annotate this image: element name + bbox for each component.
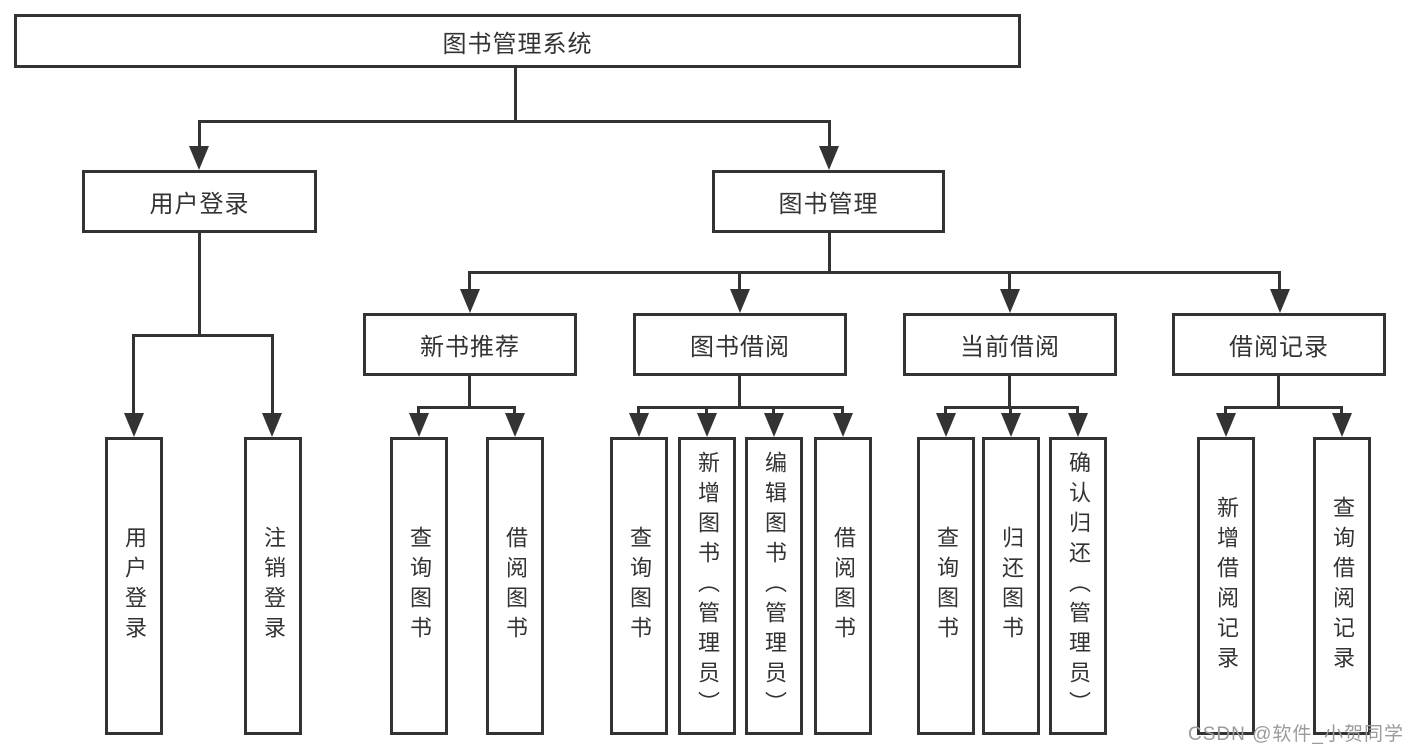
connector-drop bbox=[417, 406, 420, 415]
leaf-confirm-return-admin: 确认归还（管理员） bbox=[1049, 437, 1107, 735]
connector-drop bbox=[468, 271, 471, 291]
connector-drop bbox=[841, 406, 844, 415]
arrowhead bbox=[764, 413, 784, 437]
leaf-query-borrow-record: 查询借阅记录 bbox=[1313, 437, 1371, 735]
arrowhead bbox=[460, 289, 480, 313]
node-label: 用户登录 bbox=[149, 191, 250, 218]
node-label: 查询图书 bbox=[407, 526, 432, 646]
node-root-system: 图书管理系统 bbox=[14, 14, 1021, 68]
connector-drop bbox=[1224, 406, 1227, 415]
arrowhead bbox=[936, 413, 956, 437]
leaf-query-books-current: 查询图书 bbox=[917, 437, 975, 735]
arrowhead bbox=[1216, 413, 1236, 437]
connector-drop bbox=[1340, 406, 1343, 415]
node-current-borrowing: 当前借阅 bbox=[903, 313, 1117, 376]
arrowhead bbox=[730, 289, 750, 313]
connector-drop bbox=[944, 406, 947, 415]
node-label: 借阅图书 bbox=[831, 526, 856, 646]
node-user-login-module: 用户登录 bbox=[82, 170, 317, 233]
leaf-add-books-admin: 新增图书（管理员） bbox=[678, 437, 736, 735]
watermark: CSDN @软件_小贺同学 bbox=[1188, 724, 1404, 745]
connector-drop bbox=[772, 406, 775, 415]
arrowhead bbox=[819, 146, 839, 170]
connector-drop bbox=[271, 334, 274, 413]
node-label: 编辑图书（管理员） bbox=[762, 451, 787, 721]
leaf-query-books-borrowing: 查询图书 bbox=[610, 437, 668, 735]
leaf-query-books-recommend: 查询图书 bbox=[390, 437, 448, 735]
connector-borrowing-rail bbox=[639, 406, 843, 409]
node-label: 图书管理 bbox=[778, 191, 879, 218]
leaf-return-books: 归还图书 bbox=[982, 437, 1040, 735]
arrowhead bbox=[262, 413, 282, 437]
connector-borrowing-stem bbox=[738, 376, 741, 409]
arrowhead bbox=[833, 413, 853, 437]
leaf-borrow-books-recommend: 借阅图书 bbox=[486, 437, 544, 735]
node-book-management-module: 图书管理 bbox=[712, 170, 945, 233]
connector-current-rail bbox=[946, 406, 1078, 409]
arrowhead bbox=[189, 146, 209, 170]
connector-root-rail bbox=[198, 120, 831, 123]
connector-drop bbox=[1008, 271, 1011, 291]
connector-drop bbox=[513, 406, 516, 415]
node-label: 确认归还（管理员） bbox=[1066, 451, 1091, 721]
leaf-user-login: 用户登录 bbox=[105, 437, 163, 735]
connector-recommend-stem bbox=[468, 376, 471, 409]
arrowhead bbox=[629, 413, 649, 437]
connector-drop bbox=[1009, 406, 1012, 415]
arrowhead bbox=[1068, 413, 1088, 437]
node-label: 借阅记录 bbox=[1229, 334, 1329, 361]
node-label: 归还图书 bbox=[999, 526, 1024, 646]
connector-userlogin-stem bbox=[198, 233, 201, 337]
connector-drop bbox=[132, 334, 135, 413]
arrowhead bbox=[1001, 413, 1021, 437]
connector-current-stem bbox=[1008, 376, 1011, 409]
leaf-add-borrow-record: 新增借阅记录 bbox=[1197, 437, 1255, 735]
node-label: 当前借阅 bbox=[960, 334, 1060, 361]
connector-recommend-rail bbox=[419, 406, 515, 409]
connector-drop-book-mgmt bbox=[828, 120, 831, 148]
node-label: 查询图书 bbox=[934, 526, 959, 646]
connector-bookmgmt-rail bbox=[470, 271, 1280, 274]
node-label: 用户登录 bbox=[122, 526, 147, 646]
node-label: 查询图书 bbox=[627, 526, 652, 646]
node-new-book-recommend: 新书推荐 bbox=[363, 313, 577, 376]
leaf-borrow-books: 借阅图书 bbox=[814, 437, 872, 735]
connector-drop bbox=[1076, 406, 1079, 415]
node-label: 借阅图书 bbox=[503, 526, 528, 646]
connector-userlogin-rail bbox=[132, 334, 273, 337]
arrowhead bbox=[124, 413, 144, 437]
node-label: 新增借阅记录 bbox=[1214, 496, 1239, 676]
node-label: 新书推荐 bbox=[420, 334, 520, 361]
connector-records-stem bbox=[1277, 376, 1280, 409]
connector-records-rail bbox=[1226, 406, 1342, 409]
arrowhead bbox=[1270, 289, 1290, 313]
connector-root-stem bbox=[514, 68, 517, 120]
connector-drop bbox=[1278, 271, 1281, 291]
node-label: 查询借阅记录 bbox=[1330, 496, 1355, 676]
arrowhead bbox=[1000, 289, 1020, 313]
connector-drop bbox=[738, 271, 741, 291]
node-label: 图书借阅 bbox=[690, 334, 790, 361]
arrowhead bbox=[1332, 413, 1352, 437]
connector-bookmgmt-stem bbox=[828, 233, 831, 274]
node-book-borrowing: 图书借阅 bbox=[633, 313, 847, 376]
leaf-edit-books-admin: 编辑图书（管理员） bbox=[745, 437, 803, 735]
connector-drop-user-login bbox=[198, 120, 201, 148]
node-label: 注销登录 bbox=[261, 526, 286, 646]
arrowhead bbox=[409, 413, 429, 437]
arrowhead bbox=[505, 413, 525, 437]
node-borrowing-records: 借阅记录 bbox=[1172, 313, 1386, 376]
connector-drop bbox=[705, 406, 708, 415]
node-label: 图书管理系统 bbox=[442, 30, 593, 58]
node-label: 新增图书（管理员） bbox=[695, 451, 720, 721]
arrowhead bbox=[697, 413, 717, 437]
leaf-logout: 注销登录 bbox=[244, 437, 302, 735]
connector-drop bbox=[637, 406, 640, 415]
